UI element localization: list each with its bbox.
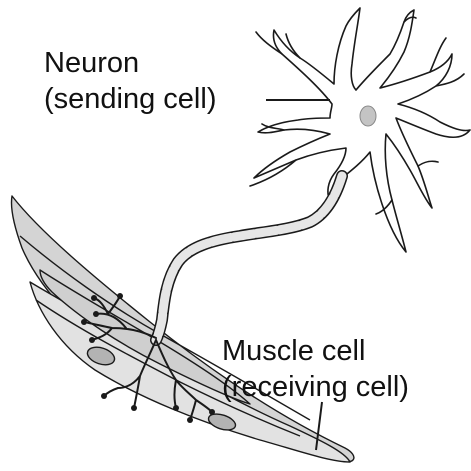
muscle-role-label: (receiving cell) [222,370,409,404]
terminal-bouton [117,293,123,299]
terminal-bouton [81,319,87,325]
muscle-cells [11,196,353,462]
axon-myelin [156,176,342,340]
terminal-bouton [187,417,193,423]
terminal-bouton [209,409,215,415]
neuron-nucleus [360,106,376,126]
axon [156,176,342,340]
neuron-role-label: (sending cell) [44,82,216,116]
muscle-cell-label: Muscle cell [222,334,365,368]
terminal-bouton [93,311,99,317]
terminal-bouton [173,405,179,411]
terminal-bouton [89,337,95,343]
neuron-label: Neuron [44,46,139,80]
terminal-bouton [91,295,97,301]
terminal-bouton [101,393,107,399]
terminal-bouton [131,405,137,411]
neuron-cell-body [254,8,470,252]
neuron [250,8,470,252]
